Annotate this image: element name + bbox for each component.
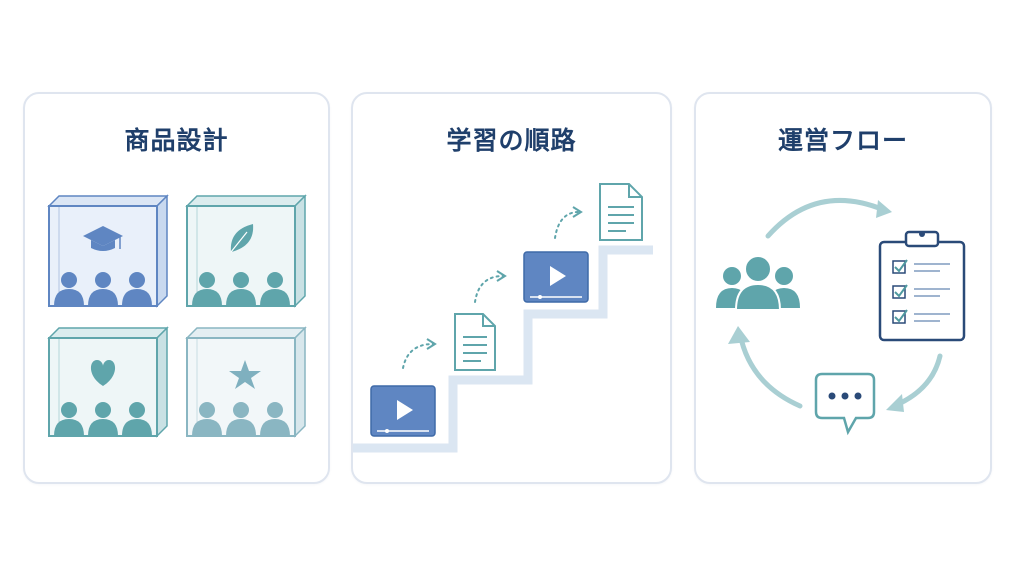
panel-title-product-design: 商品設計 <box>124 126 229 155</box>
people-group-icon <box>716 255 800 311</box>
video-play-icon <box>523 251 589 303</box>
graduation-cap-icon <box>83 226 123 251</box>
panel-product-design: 商品設計 <box>23 92 330 484</box>
people-group-icon <box>192 402 290 436</box>
panel-title-operation-flow: 運営フロー <box>777 126 908 155</box>
product-design-illustration <box>47 194 307 438</box>
video-play-icon <box>370 385 436 437</box>
product-box-leaf <box>185 194 307 308</box>
product-box-graduation <box>47 194 169 308</box>
clipboard-checklist-icon <box>878 230 966 342</box>
people-group-icon <box>54 272 152 306</box>
heart-icon <box>90 360 116 386</box>
leaf-icon <box>230 224 254 253</box>
panel-learning-path: 学習の順路 <box>351 92 672 484</box>
product-box-star <box>185 326 307 438</box>
people-group-icon <box>192 272 290 306</box>
dotted-arrow-icon <box>402 343 434 369</box>
dotted-arrow-icon <box>474 275 504 303</box>
learning-path-illustration <box>353 183 653 453</box>
people-group-icon <box>54 402 152 436</box>
panel-operation-flow: 運営フロー <box>694 92 992 484</box>
document-icon <box>454 313 496 371</box>
operation-flow-illustration <box>716 197 966 436</box>
chat-bubble-icon <box>814 372 876 436</box>
dotted-arrow-icon <box>554 211 580 239</box>
staircase <box>353 245 653 453</box>
panel-title-learning-path: 学習の順路 <box>446 126 577 155</box>
document-icon <box>599 183 643 241</box>
star-icon <box>229 360 261 389</box>
product-box-heart <box>47 326 169 438</box>
